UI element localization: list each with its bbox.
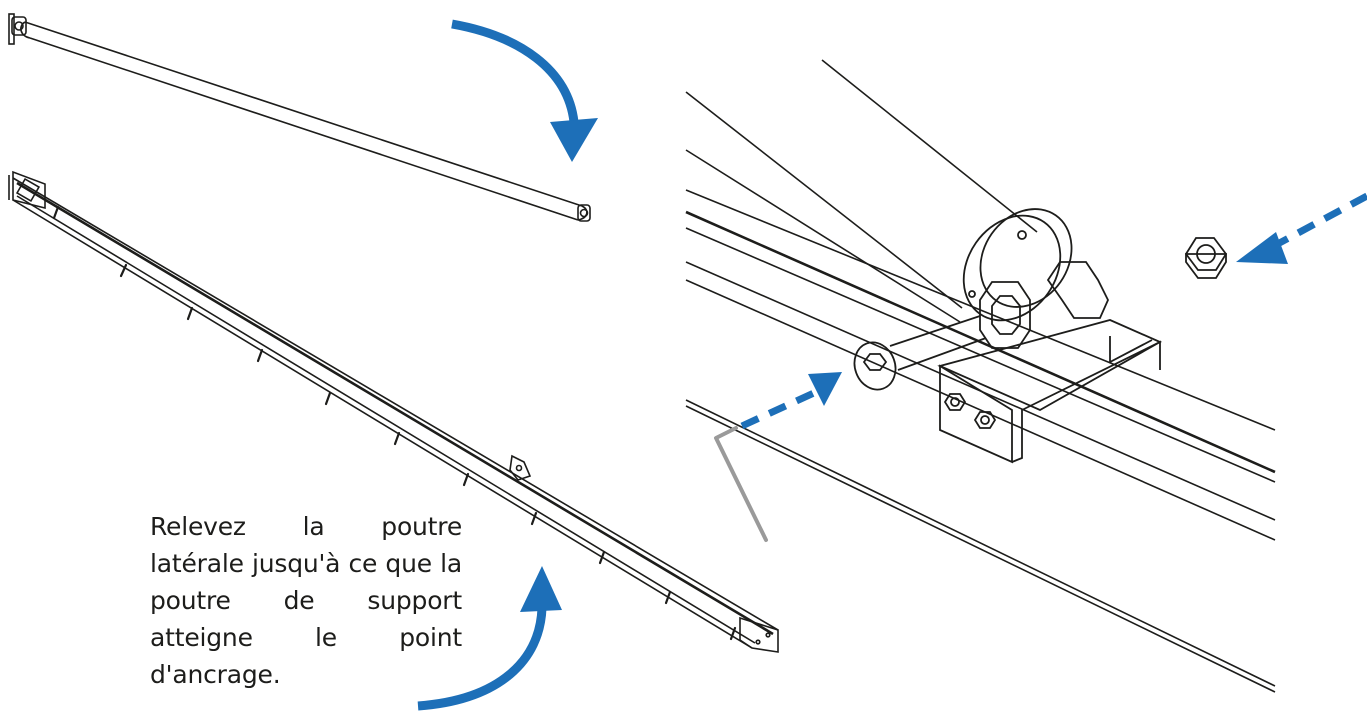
beam-hooks [52,205,737,641]
rail-lines [685,59,1276,693]
hex-nut [1184,237,1228,279]
curved-arrow-up-icon [417,566,562,711]
curved-arrow-down-icon [451,19,598,162]
instruction-text: Relevez la poutre latérale jusqu'à ce qu… [150,512,462,689]
bolt [853,315,987,391]
dashed-arrow-right-icon [740,372,842,430]
side-beam [8,170,779,653]
support-tube [8,13,591,222]
dashed-arrow-left-icon [1236,192,1367,264]
tube-holder-bracket [937,208,1163,464]
hex-key [714,426,768,542]
